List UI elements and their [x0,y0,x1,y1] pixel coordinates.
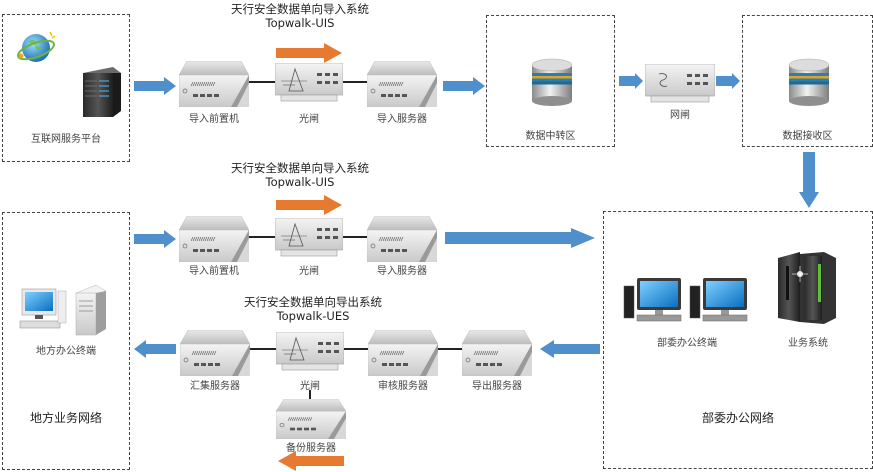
device-label: 导入前置机 [189,114,239,125]
system-name: 天行安全数据单向导入系统 [231,2,369,16]
direction-arrow-right [276,195,342,215]
link-line-vertical [309,390,311,400]
system-title-export: 天行安全数据单向导出系统 Topwalk-UES [238,295,388,323]
system-name: 天行安全数据单向导入系统 [231,161,369,175]
device-label: 光闸 [300,381,320,392]
device-label: 汇集服务器 [190,381,240,392]
database-icon [787,57,831,107]
link-line [249,81,275,83]
device-optical-gate [276,332,344,374]
link-line [343,236,367,238]
device-label: 光闸 [299,266,319,277]
server-tower-icon [79,67,121,117]
link-line [343,81,367,83]
device-network-gate [645,64,715,106]
zone-label-local-network: 地方业务网络 [29,411,102,425]
flow-arrow-left [540,340,600,358]
desktop-pcs-icon [622,276,752,324]
device-label: 网闸 [670,110,690,121]
device-optical-gate [275,63,343,105]
flow-arrow-left [134,340,176,358]
device-import-frontend [179,216,249,262]
system-model: Topwalk-UIS [265,175,335,189]
flow-arrow-left-to-right [134,230,176,248]
zone-local-network [2,212,130,470]
globe-icon [16,30,58,66]
device-import-frontend [179,61,249,107]
device-aggregation-server [180,330,250,376]
link-line [438,348,462,350]
flow-arrow-long-right [445,228,595,248]
device-backup-server [276,399,346,439]
system-model: Topwalk-UIS [265,16,335,30]
device-label: 光闸 [299,114,319,125]
device-label: 业务系统 [788,338,828,349]
device-import-server [367,216,437,262]
device-label: 审核服务器 [378,381,428,392]
flow-arrow-down [799,152,819,208]
device-optical-gate [275,218,343,260]
zone-label-internet-platform: 互联网服务平台 [31,134,101,145]
flow-arrow-right [619,73,643,89]
link-line [344,348,368,350]
system-model: Topwalk-UES [276,309,350,323]
device-label: 地方办公终端 [36,346,96,357]
device-audit-server [368,330,438,376]
direction-arrow-left [278,451,344,471]
system-name: 天行安全数据单向导出系统 [244,295,382,309]
device-label: 导出服务器 [472,381,522,392]
device-label: 部委办公终端 [657,338,717,349]
zone-label-data-transfer: 数据中转区 [525,131,576,142]
flow-arrow-right [443,77,485,95]
device-label: 备份服务器 [286,443,336,454]
system-title-import-top: 天行安全数据单向导入系统 Topwalk-UIS [225,2,375,30]
system-title-import-mid: 天行安全数据单向导入系统 Topwalk-UIS [225,161,375,189]
flow-arrow-right [716,73,740,89]
device-export-server [462,330,532,376]
zone-label-ministry-network: 部委办公网络 [701,411,774,425]
direction-arrow-right [276,43,342,63]
device-label: 导入服务器 [377,114,427,125]
flow-arrow-right [134,77,176,95]
zone-label-data-receive: 数据接收区 [782,131,833,142]
zone-data-transfer [486,15,615,147]
rack-server-icon [774,252,842,324]
zone-internet-platform [2,14,130,162]
device-label: 导入前置机 [189,266,239,277]
device-label: 导入服务器 [377,266,427,277]
database-icon [530,57,574,107]
link-line [250,348,276,350]
device-import-server [367,61,437,107]
pc-and-server-icon [19,284,112,336]
link-line [249,236,275,238]
